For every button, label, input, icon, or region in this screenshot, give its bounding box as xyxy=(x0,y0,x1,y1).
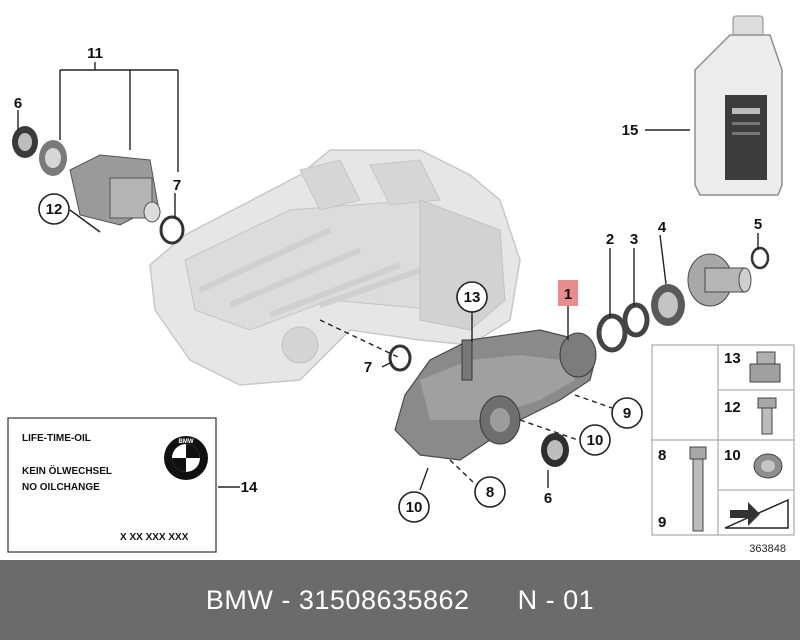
bolt-short-icon xyxy=(757,397,777,435)
callout-3: 3 xyxy=(630,231,638,248)
callout-circle-13 xyxy=(456,281,488,313)
parts-legend: 13 12 10 8 9 xyxy=(651,344,795,536)
drive-flange xyxy=(687,253,752,307)
bearing-ring xyxy=(39,140,67,176)
legend-label-13: 13 xyxy=(724,350,741,367)
flange-housing xyxy=(69,154,161,226)
o-ring-5 xyxy=(750,246,770,270)
footer-separator: - xyxy=(273,584,299,615)
oil-label-code: X XX XXX XXX xyxy=(120,532,189,543)
ring-3 xyxy=(622,302,650,338)
callout-circle-12 xyxy=(38,193,70,225)
callout-10-right: 10 xyxy=(587,432,604,449)
o-ring-7-upper xyxy=(159,215,185,245)
callout-6-upper: 6 xyxy=(14,95,22,112)
parts-diagram: 1 2 3 4 5 6 6 7 7 11 14 15 12 13 9 10 8 … xyxy=(7,15,795,555)
seal-ring-6-left xyxy=(12,126,38,158)
oil-bottle xyxy=(694,15,783,196)
ring-2 xyxy=(596,313,628,353)
callout-10-lower: 10 xyxy=(406,499,423,516)
callout-6-lower: 6 xyxy=(544,490,552,507)
callout-2: 2 xyxy=(606,231,614,248)
callout-5: 5 xyxy=(754,216,762,233)
callout-8: 8 xyxy=(486,484,494,501)
callout-7-upper: 7 xyxy=(173,177,181,194)
highlight-box-item-1 xyxy=(558,280,578,306)
callout-14: 14 xyxy=(241,479,258,496)
callout-circle-8 xyxy=(474,476,506,508)
bmw-logo-text: BMW xyxy=(179,439,194,445)
legend-label-12: 12 xyxy=(724,399,741,416)
oil-label-card: LIFE-TIME-OIL KEIN ÖLWECHSEL NO OILCHANG… xyxy=(7,417,217,553)
callout-circle-10-right xyxy=(579,424,611,456)
callout-12: 12 xyxy=(46,201,63,218)
callout-11: 11 xyxy=(87,45,103,62)
o-ring-7-lower xyxy=(388,344,412,372)
callout-15: 15 xyxy=(622,122,639,139)
callout-4: 4 xyxy=(658,219,667,236)
bolt-long-icon xyxy=(689,446,707,532)
legend-label-8: 8 xyxy=(658,447,666,464)
callout-1: 1 xyxy=(564,286,572,303)
nut-icon xyxy=(749,351,781,383)
footer-page: N - 01 xyxy=(517,584,595,615)
footer-part-number: 31508635862 xyxy=(298,584,470,615)
bmw-logo-icon: BMW xyxy=(164,436,208,480)
callout-7-lower: 7 xyxy=(364,359,372,376)
oil-label-line3: NO OILCHANGE xyxy=(22,482,100,493)
footer-gap xyxy=(470,585,518,616)
wedge-arrow-icon xyxy=(724,498,789,529)
legend-label-10: 10 xyxy=(724,447,741,464)
footer-bar: BMW - 31508635862 N - 01 xyxy=(0,560,800,640)
callout-13: 13 xyxy=(464,289,481,306)
diagram-number: 363848 xyxy=(749,543,786,555)
callout-circle-9 xyxy=(611,397,643,429)
shaft-seal-4 xyxy=(651,284,685,326)
oil-label-line1: LIFE-TIME-OIL xyxy=(22,433,91,444)
shaft-seal-6-right xyxy=(541,433,569,467)
oil-label-line2: KEIN ÖLWECHSEL xyxy=(22,464,112,477)
leader-lines xyxy=(17,62,759,491)
callout-circle-10-lower xyxy=(398,491,430,523)
legend-label-9: 9 xyxy=(658,514,666,531)
footer-brand: BMW xyxy=(205,584,274,615)
callout-9: 9 xyxy=(623,405,631,422)
differential-housing xyxy=(394,329,597,461)
plug-icon xyxy=(753,453,783,479)
